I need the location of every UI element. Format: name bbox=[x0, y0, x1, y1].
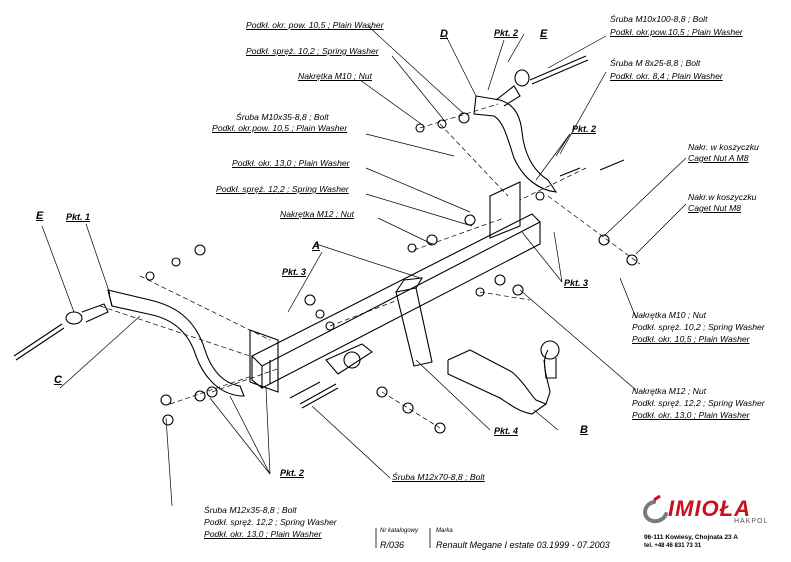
label-plain-washer-10-5: Podkł. okr. pow. 10,5 ; Plain Washer bbox=[246, 20, 384, 30]
label-bolt-m10x100: Śruba M10x100-8,8 ; Bolt bbox=[610, 14, 708, 24]
part-letter-d: D bbox=[440, 28, 448, 40]
part-letter-e-left: E bbox=[36, 210, 44, 222]
label-caget-nut-a-2: Caget Nut A M8 bbox=[688, 153, 749, 163]
label-bolt-m10x35-washer: Podkł. okr.pow. 10,5 ; Plain Washer bbox=[212, 123, 348, 133]
label-bolt-m10x35: Śruba M10x35-8,8 ; Bolt bbox=[236, 112, 329, 122]
company-address: 96-111 Kowiesy, Chojnata 23 A bbox=[644, 534, 738, 541]
part-letter-b: B bbox=[580, 424, 588, 436]
label-caget-nut-2: Caget Nut M8 bbox=[688, 203, 742, 213]
point-pkt-2-top: Pkt. 2 bbox=[494, 28, 519, 38]
label-spring-washer-12-2: Podkł. spręż. 12,2 ; Spring Washer bbox=[216, 184, 349, 194]
point-pkt-3-left: Pkt. 3 bbox=[282, 267, 307, 277]
label-bolt-m12x35-washer: Podkł. okr. 13,0 ; Plain Washer bbox=[204, 529, 322, 539]
label-group-m12-spring: Podkł. spręż. 12,2 ; Spring Washer bbox=[632, 398, 765, 408]
catalog-number: R/036 bbox=[380, 540, 405, 550]
label-bolt-m12x35: Śruba M12x35-8,8 ; Bolt bbox=[204, 505, 297, 515]
point-pkt-2-mid: Pkt. 2 bbox=[572, 124, 597, 134]
label-bolt-m8x25-washer: Podkł. okr. 8,4 ; Plain Washer bbox=[610, 71, 723, 81]
imiola-hakpol-logo bbox=[643, 494, 668, 524]
label-caget-nut-1: Nakr.w koszyczku bbox=[688, 192, 757, 202]
make-caption: Marka bbox=[436, 528, 453, 534]
point-pkt-3-right: Pkt. 3 bbox=[564, 278, 589, 288]
point-pkt-1: Pkt. 1 bbox=[66, 212, 91, 222]
label-spring-washer-10-2: Podkł. spręż. 10,2 ; Spring Washer bbox=[246, 46, 379, 56]
company-logo-text: IMIOŁA bbox=[668, 496, 751, 521]
vehicle-model: Renault Megane I estate 03.1999 - 07.200… bbox=[436, 540, 610, 550]
catalog-caption: Nr katalogowy bbox=[380, 528, 419, 534]
part-letter-c: C bbox=[54, 374, 62, 386]
label-group-m10-washer: Podkł. okr. 10,5 ; Plain Washer bbox=[632, 334, 750, 344]
label-nut-m10: Nakrętka M10 ; Nut bbox=[298, 71, 373, 81]
company-phone: tel. +48 46 831 73 31 bbox=[644, 543, 702, 549]
label-group-m12-nut: Nakrętka M12 ; Nut bbox=[632, 386, 707, 396]
label-bolt-m12x70: Śruba M12x70-8,8 ; Bolt bbox=[392, 472, 485, 482]
label-bolt-m10x100-washer: Podkł. okr.pow.10,5 ; Plain Washer bbox=[610, 27, 743, 37]
point-pkt-2-bottom: Pkt. 2 bbox=[280, 468, 305, 478]
part-letter-e-right: E bbox=[540, 28, 548, 40]
label-group-m10-spring: Podkł. spręż. 10,2 ; Spring Washer bbox=[632, 322, 765, 332]
label-caget-nut-a-1: Nakr. w koszyczku bbox=[688, 142, 759, 152]
label-bolt-m8x25: Śruba M 8x25-8,8 ; Bolt bbox=[610, 58, 701, 68]
part-letter-a: A bbox=[312, 240, 320, 252]
label-bolt-m12x35-spring: Podkł. spręż. 12,2 ; Spring Washer bbox=[204, 517, 337, 527]
label-group-m10-nut: Nakrętka M10 ; Nut bbox=[632, 310, 707, 320]
point-pkt-4: Pkt. 4 bbox=[494, 426, 519, 436]
company-logo-subtitle: HAKPOL bbox=[734, 518, 769, 525]
label-group-m12-washer: Podkł. okr. 13,0 ; Plain Washer bbox=[632, 410, 750, 420]
label-nut-m12: Nakrętka M12 ; Nut bbox=[280, 209, 355, 219]
label-plain-washer-13-0: Podkł. okr. 13,0 ; Plain Washer bbox=[232, 158, 350, 168]
